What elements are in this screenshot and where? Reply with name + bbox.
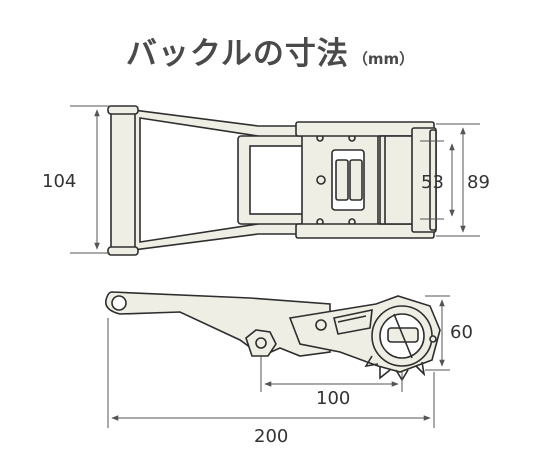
dim-label-60: 60 — [450, 322, 473, 343]
top-view — [107, 105, 437, 256]
handle-end-bar — [110, 107, 136, 254]
side-view — [104, 291, 441, 382]
center-rivet — [316, 175, 326, 185]
dim-label-100: 100 — [316, 388, 350, 409]
handle-end-hole — [111, 295, 127, 311]
title-unit: （mm） — [352, 50, 415, 68]
side-dimensions — [107, 295, 450, 428]
page-title: バックルの寸法（mm） — [0, 28, 540, 73]
dim-label-53: 53 — [421, 172, 444, 193]
dim-label-89: 89 — [467, 172, 490, 193]
body-rivet — [315, 319, 327, 331]
title-main: バックルの寸法 — [125, 36, 349, 72]
dim-label-104: 104 — [42, 171, 76, 192]
top-dimensions — [70, 105, 480, 254]
dim-label-200: 200 — [254, 426, 288, 447]
